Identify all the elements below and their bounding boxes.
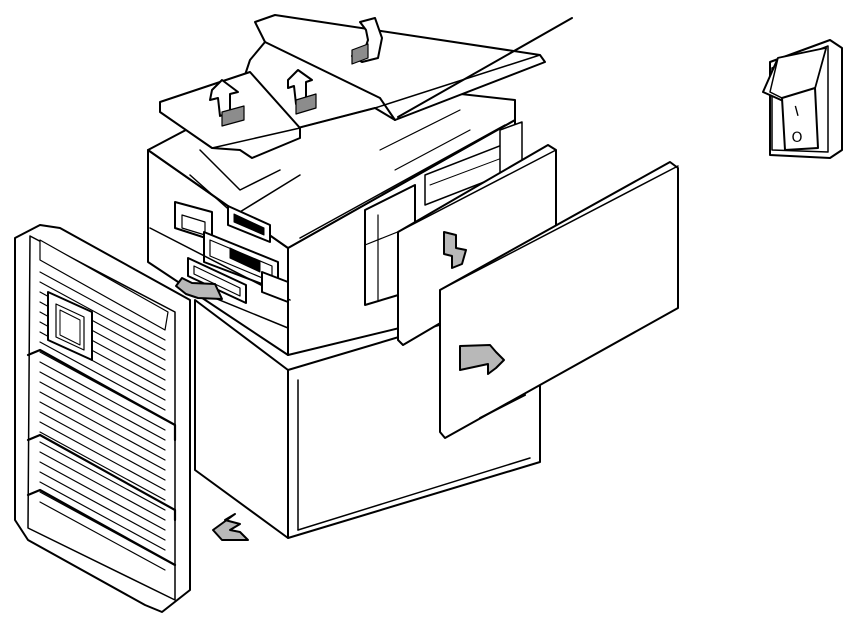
- top-access-panel: [159, 71, 301, 159]
- rocker-bottom: [781, 87, 819, 151]
- power-off-symbol: O: [791, 130, 802, 146]
- drive-bays: [149, 201, 291, 329]
- arrow-left-icon: [175, 277, 223, 300]
- front-bezel: [14, 224, 249, 613]
- side-panel-outer: [439, 161, 679, 439]
- arrow-right-icon: [443, 231, 467, 269]
- arrow-right-icon: [459, 344, 505, 375]
- chassis: [147, 74, 541, 539]
- drive-bay-cover: [175, 257, 247, 304]
- arrow-down-left-icon: [212, 513, 249, 541]
- top-cover: [239, 14, 573, 131]
- power-switch: I O: [762, 39, 843, 159]
- power-on-symbol: I: [793, 104, 801, 121]
